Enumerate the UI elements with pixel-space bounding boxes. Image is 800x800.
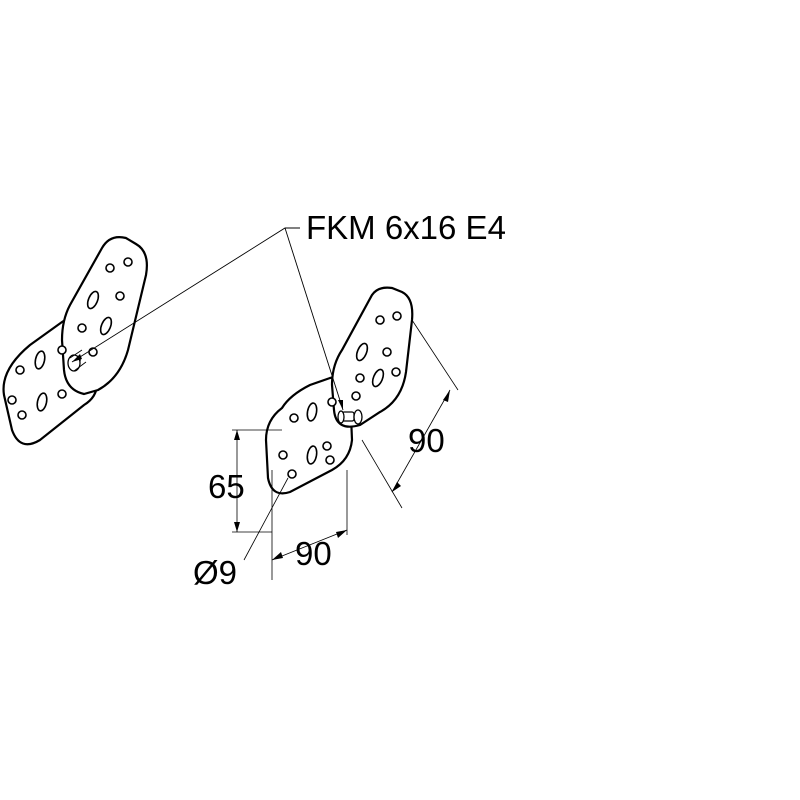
dimension-hole-diameter-label: Ø9 <box>193 554 238 591</box>
label-leader-lines <box>71 227 344 411</box>
dimension-length-label: 90 <box>408 422 445 459</box>
dimension-height-label: 65 <box>208 468 245 505</box>
dimension-hole-leader <box>243 477 289 561</box>
left-connector-assembly <box>2 236 148 446</box>
left-lower-plate-holes <box>7 345 67 420</box>
dimension-height-lines <box>232 429 282 533</box>
part-label: FKM 6x16 E4 <box>306 209 506 246</box>
right-bolt-icon <box>337 409 363 425</box>
dimension-length-lines <box>361 319 459 509</box>
right-upper-plate-holes <box>351 311 402 401</box>
right-upper-plate <box>330 286 414 428</box>
right-connector-assembly <box>264 286 414 495</box>
dimension-width-label: 90 <box>295 535 332 572</box>
dimension-width-lines <box>271 470 348 580</box>
right-lower-plate-holes <box>278 397 337 479</box>
